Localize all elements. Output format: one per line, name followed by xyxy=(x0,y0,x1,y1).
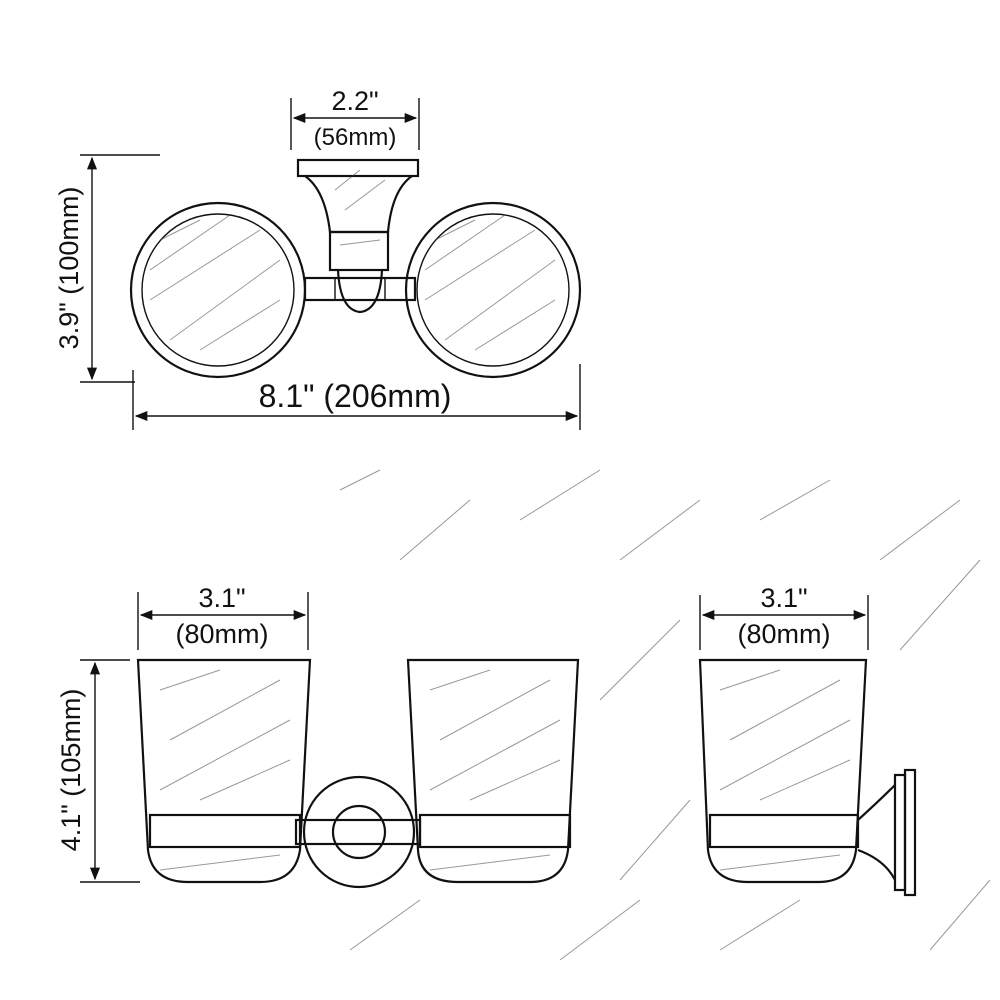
dim-front-cup-width: 3.1" (80mm) xyxy=(137,583,309,650)
dim-mount-width: 2.2" (56mm) xyxy=(290,86,420,151)
front-cup-width-mm: (80mm) xyxy=(176,619,269,649)
front-cup-width-in: 3.1" xyxy=(198,583,245,613)
mount-width-mm: (56mm) xyxy=(314,124,397,151)
front-height-label: 4.1" (105mm) xyxy=(56,689,86,852)
dim-side-cup-width: 3.1" (80mm) xyxy=(699,583,869,650)
total-width-label: 8.1" (206mm) xyxy=(259,378,452,414)
top-wall-mount xyxy=(296,158,420,314)
top-left-cup xyxy=(129,201,307,379)
front-right-cup xyxy=(406,658,580,884)
front-view: 3.1" (80mm) 4.1" (105mm) xyxy=(56,583,580,889)
side-cup-width-mm: (80mm) xyxy=(738,619,831,649)
mount-width-in: 2.2" xyxy=(331,86,378,116)
dim-front-height: 4.1" (105mm) xyxy=(56,659,140,883)
side-cup-width-in: 3.1" xyxy=(760,583,807,613)
side-cup xyxy=(698,658,868,884)
side-bracket xyxy=(857,768,917,897)
top-depth-label: 3.9" (100mm) xyxy=(54,187,84,350)
top-right-cup xyxy=(404,201,582,379)
background-hatching xyxy=(339,469,991,961)
top-view: 2.2" (56mm) 3.9" (100mm) 8.1" (206mm) xyxy=(54,86,582,430)
side-view: 3.1" (80mm) xyxy=(698,583,917,897)
top-holder-arms xyxy=(303,276,417,302)
dim-top-depth: 3.9" (100mm) xyxy=(54,154,160,383)
front-left-cup xyxy=(136,658,312,884)
front-wall-mount xyxy=(294,775,422,889)
dim-total-width: 8.1" (206mm) xyxy=(132,364,581,430)
